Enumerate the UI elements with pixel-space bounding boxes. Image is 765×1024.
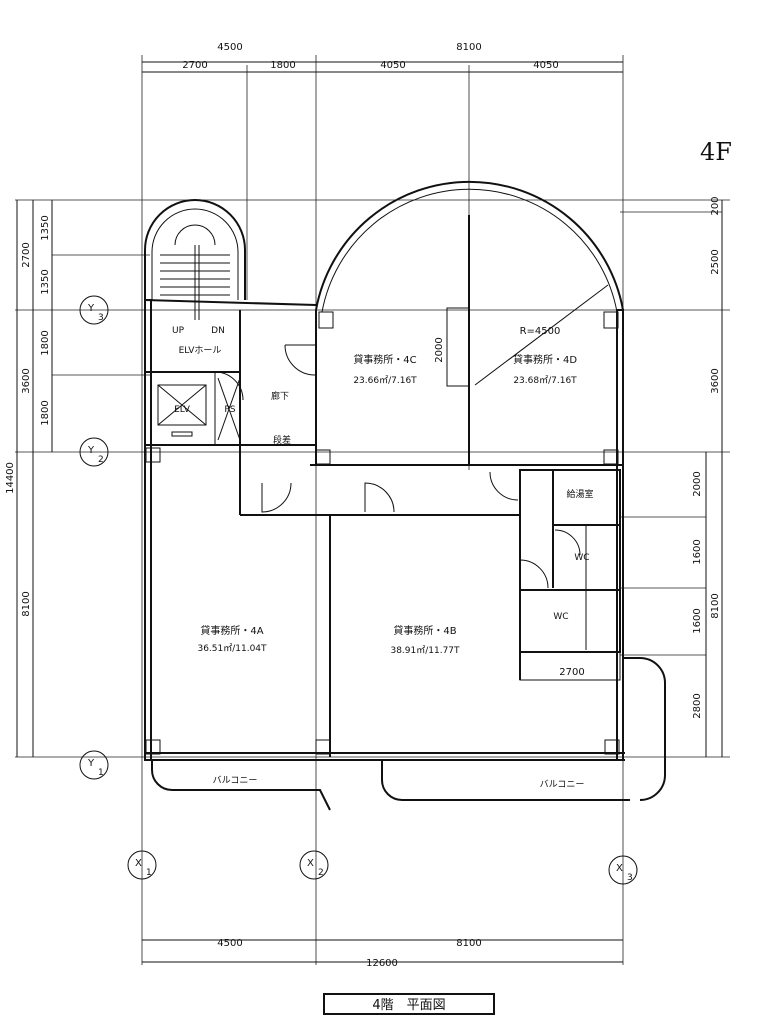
dim-left-1800b: 1800	[40, 400, 51, 425]
stair-dn-label: DN	[211, 326, 225, 336]
svg-text:2: 2	[318, 868, 324, 878]
svg-text:X: X	[616, 863, 623, 874]
svg-text:1: 1	[98, 768, 104, 778]
dim-left-8100: 8100	[21, 591, 32, 616]
dim-left-2700: 2700	[21, 242, 32, 267]
svg-text:1: 1	[146, 868, 152, 878]
room-4d-name: 貸事務所・4D	[513, 353, 577, 366]
grid-bubble-y2: Y 2	[79, 437, 109, 467]
ps-label: PS	[224, 405, 235, 415]
stair-up-label: UP	[172, 326, 185, 336]
dim-right-2000: 2000	[692, 471, 703, 496]
dim-left-14400: 14400	[5, 462, 16, 494]
svg-text:4階 平面図: 4階 平面図	[372, 998, 445, 1013]
svg-text:X: X	[135, 858, 142, 869]
grid-bubble-y3: Y 3	[79, 295, 109, 325]
plan-title: 4階 平面図	[323, 993, 495, 1015]
corridor-label: 廊下	[271, 390, 289, 402]
balcony-label-2: バルコニー	[540, 779, 585, 790]
room-4d-area: 23.68㎡/7.16T	[513, 375, 577, 386]
dim-right-1600b: 1600	[692, 608, 703, 633]
room-4c-name: 貸事務所・4C	[353, 353, 416, 366]
svg-text:X: X	[307, 858, 314, 869]
svg-text:Y: Y	[87, 303, 95, 314]
dim-bottom-8100: 8100	[456, 938, 481, 949]
dim-right-1600a: 1600	[692, 539, 703, 564]
wc-label-1: WC	[574, 553, 589, 563]
dim-left-1350a: 1350	[40, 215, 51, 240]
svg-text:Y: Y	[87, 758, 95, 769]
dim-right-8100: 8100	[710, 593, 721, 618]
svg-text:3: 3	[98, 313, 104, 323]
dim-inner-2700: 2700	[559, 667, 584, 678]
dim-top-2700: 2700	[182, 60, 207, 71]
grid-bubble-x2: X 2	[299, 850, 329, 880]
elv-hall-label: ELVホール	[179, 345, 222, 356]
dim-right-2500: 2500	[710, 249, 721, 274]
wc-label-2: WC	[553, 612, 568, 622]
room-4a-area: 36.51㎡/11.04T	[197, 643, 267, 654]
dim-bottom-4500: 4500	[217, 938, 242, 949]
dim-right-3600: 3600	[710, 368, 721, 393]
grid-bubble-x1: X 1	[127, 850, 157, 880]
grid-bubble-x3: X 3	[608, 855, 638, 885]
svg-text:Y: Y	[87, 445, 95, 456]
svg-text:2: 2	[98, 455, 104, 465]
walls	[144, 180, 666, 811]
dim-left-3600: 3600	[21, 368, 32, 393]
grid-bubble-y1: Y 1	[79, 750, 109, 780]
dim-top-4050b: 4050	[533, 60, 558, 71]
dim-top-8100: 8100	[456, 42, 481, 53]
room-4b-area: 38.91㎡/11.77T	[390, 645, 460, 656]
dimension-lines	[16, 61, 723, 963]
dim-top-4050a: 4050	[380, 60, 405, 71]
dim-top-4500: 4500	[217, 42, 242, 53]
dim-right-2800: 2800	[692, 693, 703, 718]
radius-label: R=4500	[520, 326, 561, 337]
dim-top-1800: 1800	[270, 60, 295, 71]
dim-right-200: 200	[710, 196, 721, 215]
room-4c-area: 23.66㎡/7.16T	[353, 375, 417, 386]
dim-bottom-12600: 12600	[366, 958, 398, 969]
elv-label: ELV	[174, 405, 191, 415]
room-4b-name: 貸事務所・4B	[393, 624, 456, 637]
dim-left-1800a: 1800	[40, 330, 51, 355]
svg-text:3: 3	[627, 873, 633, 883]
floor-mark: 4F	[700, 138, 732, 166]
kitchen-label: 給湯室	[566, 488, 593, 500]
balcony-label-1: バルコニー	[213, 775, 258, 786]
room-4a-name: 貸事務所・4A	[200, 624, 263, 637]
dim-left-1350b: 1350	[40, 269, 51, 294]
step-label: 段差	[273, 434, 291, 446]
dim-inner-2000: 2000	[434, 337, 445, 362]
